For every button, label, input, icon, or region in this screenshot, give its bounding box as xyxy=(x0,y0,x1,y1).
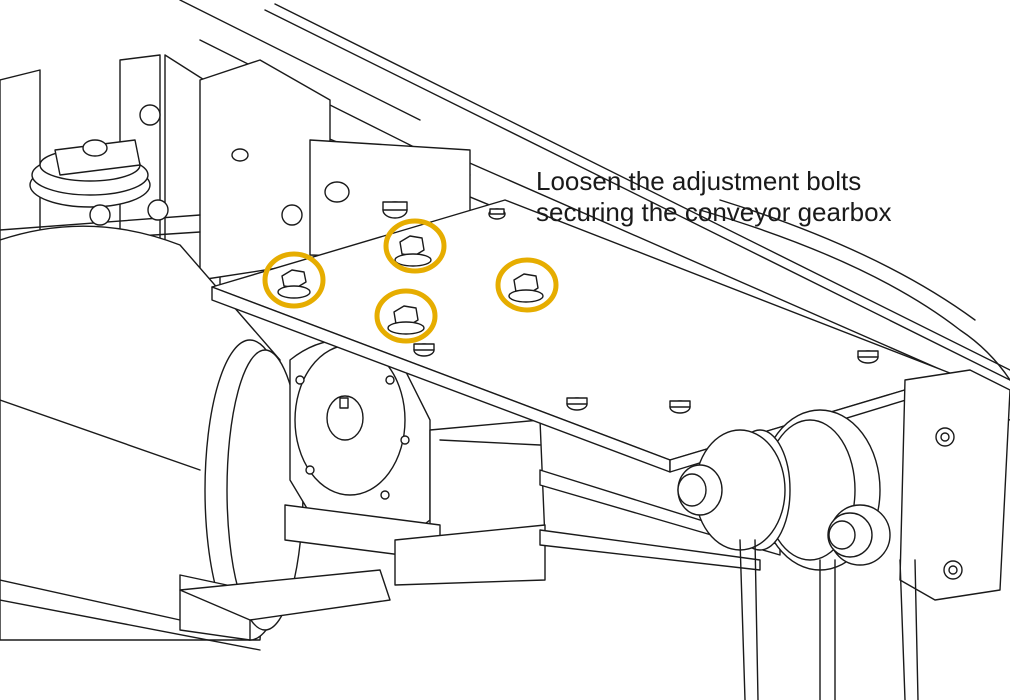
left-pulley xyxy=(29,139,151,226)
bolt xyxy=(669,400,691,414)
highlighted-bolt-heads xyxy=(277,235,544,335)
highlight-ring xyxy=(495,257,559,313)
bolt xyxy=(147,199,169,221)
bolt xyxy=(488,208,506,220)
bolt xyxy=(413,343,435,357)
bolt xyxy=(508,273,544,303)
bolt xyxy=(281,204,303,226)
highlight-ring xyxy=(262,251,326,309)
bolt xyxy=(394,235,432,267)
gearbox-base xyxy=(179,419,546,641)
bolt xyxy=(139,104,161,126)
bolt xyxy=(857,350,879,364)
plate-bolts xyxy=(139,104,879,414)
highlight-ring xyxy=(383,218,447,274)
bolt xyxy=(277,269,311,299)
right-side-plate xyxy=(899,369,1010,601)
motor-flange xyxy=(289,339,431,544)
bolt xyxy=(387,305,425,335)
instruction-line-1: Loosen the adjustment bolts xyxy=(536,166,862,196)
belt-drive xyxy=(539,409,919,700)
bolt xyxy=(382,201,408,219)
highlight-rings xyxy=(262,218,559,344)
highlight-ring xyxy=(374,288,438,344)
motor-housing xyxy=(0,225,304,651)
bolt xyxy=(324,181,350,203)
instruction-line-2: securing the conveyor gearbox xyxy=(536,197,892,227)
instruction-callout: Loosen the adjustment bolts securing the… xyxy=(536,166,996,228)
bolt xyxy=(566,397,588,411)
bolt xyxy=(231,148,249,162)
